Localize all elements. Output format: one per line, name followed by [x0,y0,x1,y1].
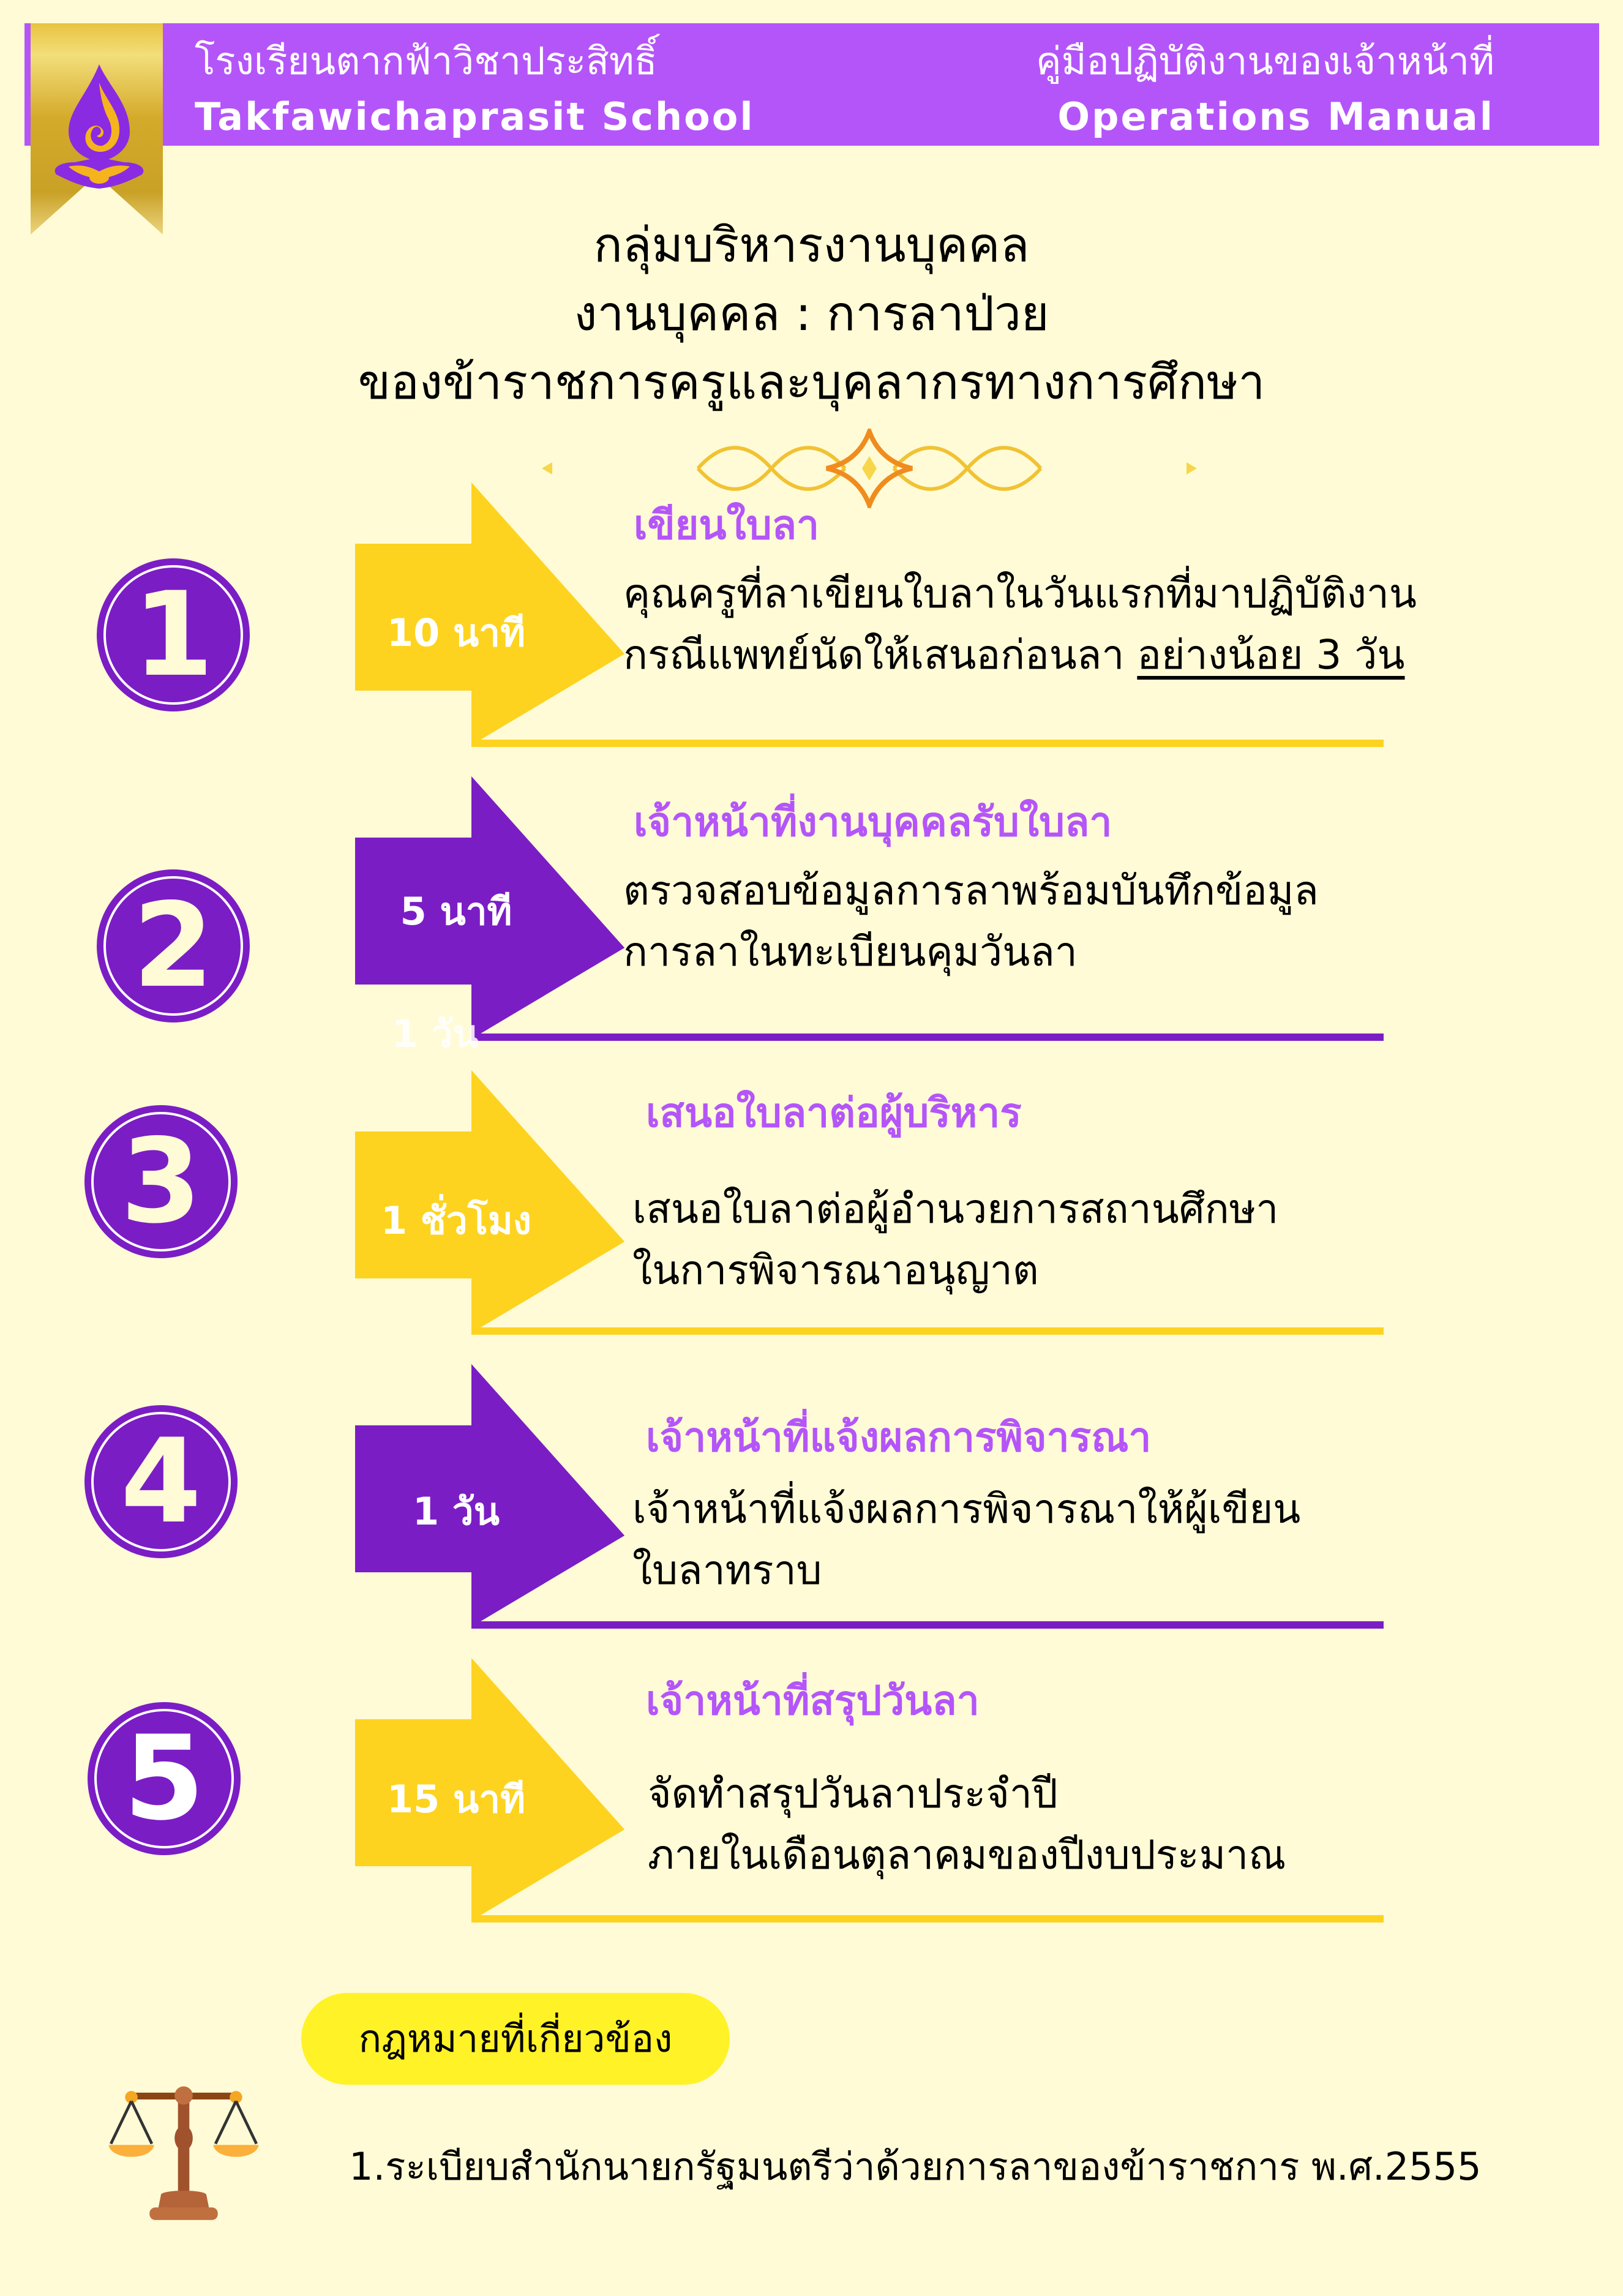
step-4-heading: เจ้าหน้าที่แจ้งผลการพิจารณา [646,1414,1152,1461]
step-3-heading: เสนอใบลาต่อผู้บริหาร [646,1089,1022,1136]
step-1-heading: เขียนใบลา [634,501,820,549]
step-2-heading: เจ้าหน้าที่งานบุคคลรับใบลา [634,798,1112,846]
step-2-time: 5 นาที [400,889,512,934]
law-item-1: 1.ระเบียบสำนักนายกรัฐมนตรีว่าด้วยการลาขอ… [349,2144,1482,2189]
svg-text:4: 4 [121,1414,201,1549]
related-laws-label: กฎหมายที่เกี่ยวข้อง [301,1993,730,2085]
step-5-time: 15 นาที [387,1777,525,1821]
school-name: โรงเรียนตากฟ้าวิชาประสิทธิ์ Takfawichapr… [195,32,755,143]
step-2-desc-line-1: ตรวจสอบข้อมูลการลาพร้อมบันทึกข้อมูล [623,867,1319,914]
step-3-desc-line-1: เสนอใบลาต่อผู้อำนวยการสถานศึกษา [632,1185,1279,1232]
manual-title-th: คู่มือปฏิบัติงานของเจ้าหน้าที่ [1036,39,1494,83]
svg-text:1: 1 [133,567,214,702]
step-5-number-badge: 5 [88,1702,241,1855]
step-4-description: เจ้าหน้าที่แจ้งผลการพิจารณาให้ผู้เขียน ใ… [632,1479,1300,1601]
thai-flame-emblem-icon [54,64,144,189]
step-5-description: จัดทำสรุปวันลาประจำปี ภายในเดือนตุลาคมขอ… [648,1763,1286,1886]
title-line-2: งานบุคคล : การลาป่วย [574,287,1049,342]
step-4-time: 1 วัน [413,1489,500,1534]
step-5-heading: เจ้าหน้าที่สรุปวันลา [646,1677,980,1724]
step-4-arrow [355,1364,1384,1629]
step-1-desc-line-1: คุณครูที่ลาเขียนใบลาในวันแรกที่มาปฏิบัติ… [623,570,1417,617]
svg-text:3: 3 [121,1114,201,1249]
title-line-3: ของข้าราชการครูและบุคลากรทางการศึกษา [358,355,1265,410]
step-5-arrow [355,1658,1384,1923]
svg-text:5: 5 [124,1711,204,1846]
page-title: กลุ่มบริหารงานบุคคล งานบุคคล : การลาป่วย… [0,211,1623,417]
header-band [24,23,1599,146]
step-2-description: ตรวจสอบข้อมูลการลาพร้อมบันทึกข้อมูล การล… [623,860,1319,983]
ornamental-divider-icon [542,429,1197,508]
step-4-desc-line-1: เจ้าหน้าที่แจ้งผลการพิจารณาให้ผู้เขียน [632,1485,1301,1533]
step-2-arrow [355,776,1384,1041]
step-1-description: คุณครูที่ลาเขียนใบลาในวันแรกที่มาปฏิบัติ… [623,563,1417,686]
step-1-time: 10 นาที [387,610,525,655]
step-4-desc-line-2: ใบลาทราบ [632,1547,822,1594]
manual-title: คู่มือปฏิบัติงานของเจ้าหน้าที่ Operation… [1036,32,1494,143]
school-name-en: Takfawichaprasit School [195,94,755,139]
school-name-th: โรงเรียนตากฟ้าวิชาประสิทธิ์ [195,39,658,83]
scales-of-justice-icon [108,2086,259,2220]
svg-text:2: 2 [133,878,214,1013]
step-3-number-badge: 3 [84,1105,238,1258]
step-3-arrow [355,1070,1384,1335]
step-3-time: 1 ชั่วโมง [380,1198,532,1243]
step-5-desc-line-2: ภายในเดือนตุลาคมของปีงบประมาณ [648,1831,1286,1878]
step-4-number-badge: 4 [84,1405,238,1558]
step-1-number-badge: 1 [97,558,250,711]
title-line-1: กลุ่มบริหารงานบุคคล [593,218,1030,273]
manual-title-en: Operations Manual [1057,94,1494,139]
step-1-desc-line-2: กรณีแพทย์นัดให้เสนอก่อนลา อย่างน้อย 3 วั… [623,631,1405,678]
step-2-ghost-time: 1 วัน [392,1011,479,1056]
step-2-number-badge: 2 [97,869,250,1022]
step-3-description: เสนอใบลาต่อผู้อำนวยการสถานศึกษา ในการพิจ… [632,1179,1278,1301]
step-5-desc-line-1: จัดทำสรุปวันลาประจำปี [648,1770,1058,1817]
step-1-arrow [355,482,1384,747]
step-3-desc-line-2: ในการพิจารณาอนุญาต [632,1247,1039,1294]
related-laws-heading: กฎหมายที่เกี่ยวข้อง [358,2016,673,2061]
emphasis-at-least-3-days: อย่างน้อย 3 วัน [1137,631,1405,678]
step-2-desc-line-2: การลาในทะเบียนคุมวันลา [623,928,1078,975]
